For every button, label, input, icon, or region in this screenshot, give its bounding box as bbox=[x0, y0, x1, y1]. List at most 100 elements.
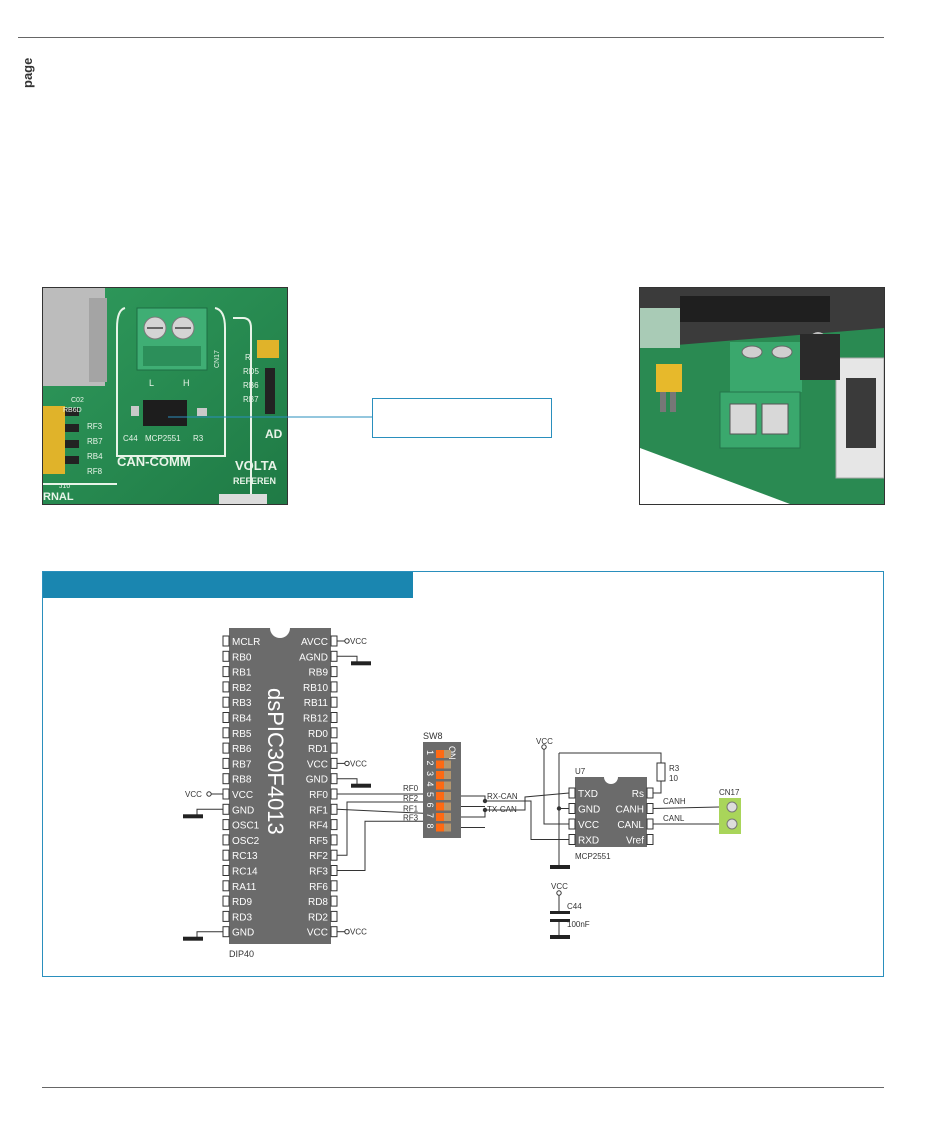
mcu-right-pin bbox=[330, 819, 338, 831]
transceiver-left-pin-label: TXD bbox=[578, 789, 598, 800]
vcc-wire bbox=[543, 749, 569, 825]
mcu-right-pin-label: AGND bbox=[299, 652, 328, 663]
mcu-left-pin bbox=[222, 803, 230, 815]
photo-label-rb7: RB7 bbox=[87, 437, 103, 446]
mcu-left-pin-label: RB5 bbox=[232, 729, 252, 740]
photo-label-rf3: RF3 bbox=[87, 422, 103, 431]
photo-label-l: L bbox=[149, 378, 154, 388]
mcu-left-pin bbox=[222, 849, 230, 861]
page-label: page bbox=[20, 58, 35, 88]
callout-box bbox=[372, 398, 552, 438]
mcu-left-ground-symbol bbox=[183, 936, 203, 941]
mcu-left-pin bbox=[222, 742, 230, 754]
mcu-right-pin-label: AVCC bbox=[301, 637, 328, 648]
mcu-right-pin-label: RF1 bbox=[309, 805, 328, 816]
switch-number-label: 8 bbox=[425, 824, 435, 829]
sw-out-wire bbox=[461, 795, 486, 801]
photo-label-rd5: RD5 bbox=[243, 367, 260, 376]
can-board-closeup-photo: L H CN17 C44 MCP2551 R3 CAN-COMM C02 RB6… bbox=[42, 287, 288, 505]
switch-number-label: 1 bbox=[425, 750, 435, 755]
mcu-right-pin bbox=[330, 712, 338, 723]
switch-number-label: 4 bbox=[425, 782, 435, 787]
switch-name-label: SW8 bbox=[423, 731, 443, 741]
photo-label-can-comm: CAN-COMM bbox=[117, 454, 191, 469]
mcu-left-pin bbox=[222, 696, 230, 708]
mcu-right-pin-label: RD2 bbox=[308, 912, 328, 923]
mcu-left-pin-label: RD3 bbox=[232, 912, 252, 923]
mcu-vcc-terminal bbox=[344, 760, 350, 767]
switch-number-label: 6 bbox=[425, 803, 435, 808]
mcu-left-pin-label: RD9 bbox=[232, 897, 252, 908]
mcu-left-pin bbox=[222, 650, 230, 662]
mcu-right-pin-label: RF0 bbox=[309, 790, 328, 801]
callout-pointer bbox=[168, 416, 372, 418]
mcu-right-pin bbox=[330, 834, 338, 846]
mcu-left-pin-label: RC13 bbox=[232, 851, 258, 862]
page-label-text: page bbox=[20, 58, 35, 88]
photo-label-rnal: RNAL bbox=[43, 491, 74, 503]
mcu-right-pin-label: RB10 bbox=[303, 683, 328, 694]
capacitor-ref-label: C44 bbox=[567, 902, 582, 911]
switch-lever bbox=[436, 813, 444, 821]
mcu-left-pin bbox=[222, 788, 230, 800]
photo-label-rb6d: RB6D bbox=[63, 407, 82, 414]
mcu-right-pin-label: RF4 bbox=[309, 821, 328, 832]
mcu-left-pin bbox=[222, 926, 230, 938]
photo-label-ad: AD bbox=[265, 427, 283, 441]
mcu-right-pin bbox=[330, 803, 338, 815]
capacitor-plate bbox=[550, 919, 570, 922]
r3-wire bbox=[653, 781, 662, 794]
switch-slot bbox=[444, 781, 451, 790]
mcu-left-pin-label: GND bbox=[232, 805, 254, 816]
mcu-left-pin bbox=[222, 910, 230, 922]
transceiver-left-pin bbox=[568, 803, 576, 814]
transceiver-left-pin bbox=[568, 787, 576, 799]
mcu-right-pin bbox=[330, 696, 338, 708]
transceiver-left-pin-label: GND bbox=[578, 805, 600, 816]
capacitor-value-label: 100nF bbox=[567, 920, 590, 929]
rxd-wire bbox=[485, 800, 569, 840]
rf3-wire bbox=[337, 820, 423, 871]
photo-label-rb4: RB4 bbox=[87, 452, 103, 461]
bottom-rule bbox=[42, 1087, 884, 1088]
net-label-canl: CANL bbox=[663, 814, 685, 823]
transceiver-ground-symbol bbox=[550, 865, 570, 869]
mcu-left-pin bbox=[222, 773, 230, 785]
mcu-right-pin-label: RF3 bbox=[309, 867, 328, 878]
canh-wire bbox=[652, 806, 720, 809]
photo-label-r: R bbox=[245, 353, 251, 362]
transceiver-right-pin-label: Rs bbox=[632, 789, 644, 800]
vcc-label: VCC bbox=[350, 928, 367, 937]
mcu-left-pin-label: VCC bbox=[232, 790, 253, 801]
mcu-left-pin-label: GND bbox=[232, 928, 254, 939]
mcu-left-pin-label: OSC2 bbox=[232, 836, 260, 847]
mcu-left-pin bbox=[222, 712, 230, 723]
mcu-right-pin bbox=[330, 788, 338, 800]
mcu-package-label: DIP40 bbox=[229, 949, 254, 959]
mcu-right-pin-label: VCC bbox=[307, 759, 328, 770]
transceiver-right-pin bbox=[646, 787, 654, 799]
switch-number-label: 7 bbox=[425, 813, 435, 818]
gnd-wire bbox=[196, 931, 223, 938]
mcu-left-pin bbox=[222, 834, 230, 846]
mcu-left-pin-label: MCLR bbox=[232, 637, 260, 648]
mcu-left-pin-label: RB6 bbox=[232, 744, 252, 755]
capacitor-ground-symbol bbox=[550, 935, 570, 939]
mcu-right-pin-label: RF5 bbox=[309, 836, 328, 847]
mcu-left-pin-label: RB1 bbox=[232, 668, 252, 679]
photo-label-c02: C02 bbox=[71, 397, 84, 404]
mcu-right-pin bbox=[330, 773, 338, 785]
mcu-right-pin bbox=[330, 727, 338, 739]
resistor-value-label: 10 bbox=[669, 774, 678, 783]
gnd-wire bbox=[337, 778, 358, 785]
mcu-right-pin bbox=[330, 849, 338, 861]
transceiver-body bbox=[575, 777, 647, 847]
mcu-right-pin-label: RB12 bbox=[303, 714, 328, 725]
switch-slot bbox=[444, 813, 451, 821]
gnd-wire bbox=[337, 655, 358, 663]
photo-label-rf8: RF8 bbox=[87, 467, 103, 476]
mcu-left-pin-label: RB8 bbox=[232, 775, 252, 786]
transceiver-part-label: MCP2551 bbox=[575, 852, 611, 861]
mcu-left-pin-label: RB7 bbox=[232, 759, 252, 770]
mcu-right-pin bbox=[330, 742, 338, 754]
